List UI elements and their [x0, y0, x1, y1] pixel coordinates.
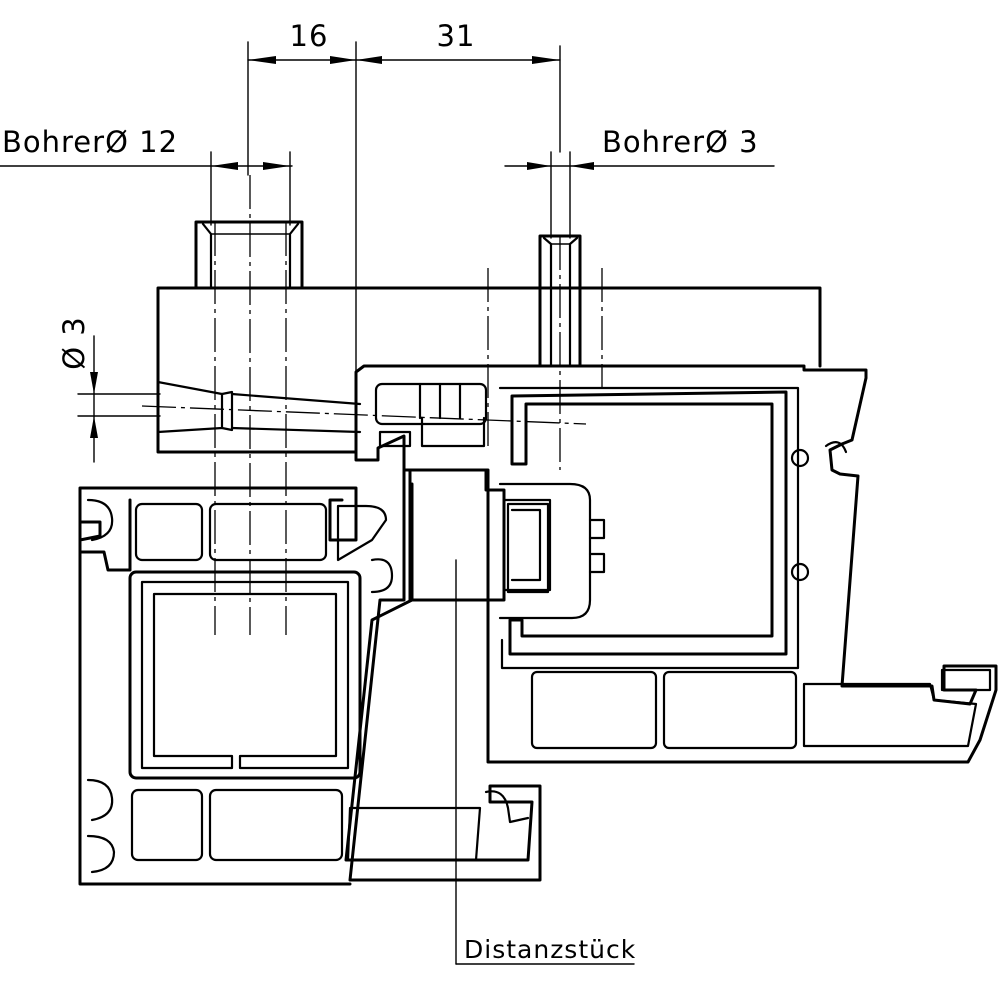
drilling-jig	[156, 220, 822, 454]
dimension-drill-3: BohrerØ 3	[504, 125, 775, 239]
dimension-top: 16 31	[247, 19, 561, 373]
frame-profile	[78, 468, 542, 886]
drill-3-label: BohrerØ 3	[602, 125, 759, 159]
dimension-31-label: 31	[437, 19, 476, 53]
center-lines	[141, 175, 603, 635]
dimension-16-label: 16	[290, 19, 329, 53]
dimension-drill-12: BohrerØ 12	[0, 125, 293, 226]
sash-profile	[354, 364, 998, 764]
dia-3-label: Ø 3	[57, 316, 91, 370]
dimension-dia-3: Ø 3	[57, 316, 161, 463]
drill-12-label: BohrerØ 12	[2, 125, 178, 159]
spacer-label: Distanzstück	[464, 935, 636, 964]
spacer-block: Distanzstück	[408, 468, 636, 965]
